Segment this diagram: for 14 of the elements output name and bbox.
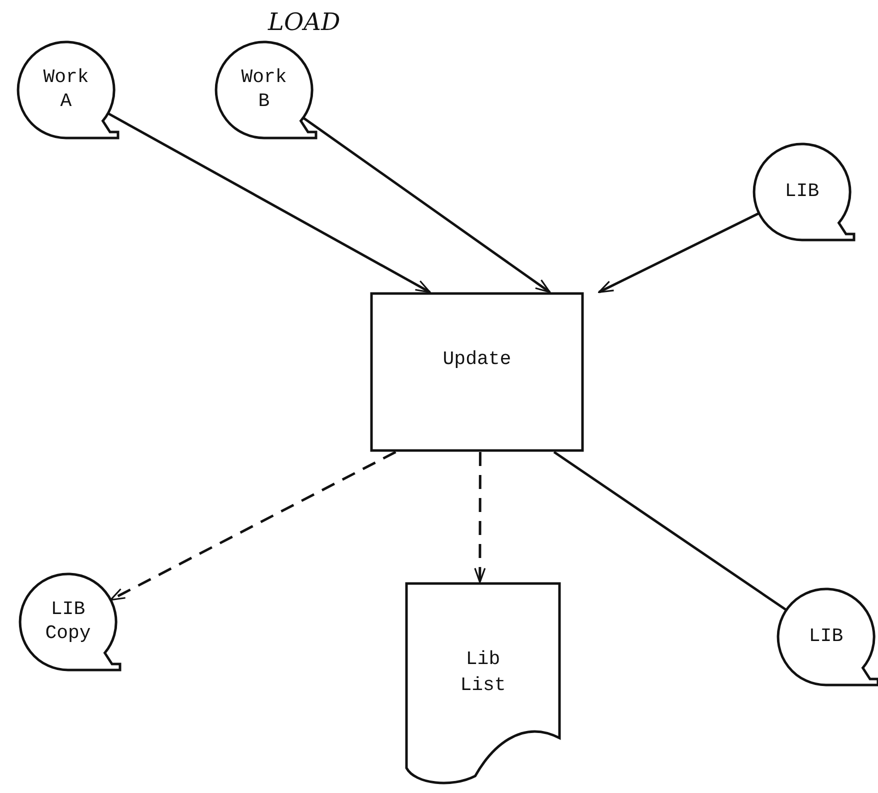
node-label: Lib List <box>459 647 507 698</box>
arrow <box>474 452 486 583</box>
arrow <box>110 450 396 601</box>
arrow <box>598 212 760 294</box>
node-label: LIB <box>784 180 820 204</box>
arrow <box>302 116 551 294</box>
arrow <box>107 112 431 294</box>
node-label: Update <box>442 347 512 372</box>
handwritten-note: LOAD <box>268 7 340 38</box>
connector-line <box>553 450 788 612</box>
node-label: LIB Copy <box>44 598 92 646</box>
node-label: Work B <box>240 66 288 114</box>
node-label: LIB <box>808 625 844 649</box>
node-label: Work A <box>42 66 90 114</box>
